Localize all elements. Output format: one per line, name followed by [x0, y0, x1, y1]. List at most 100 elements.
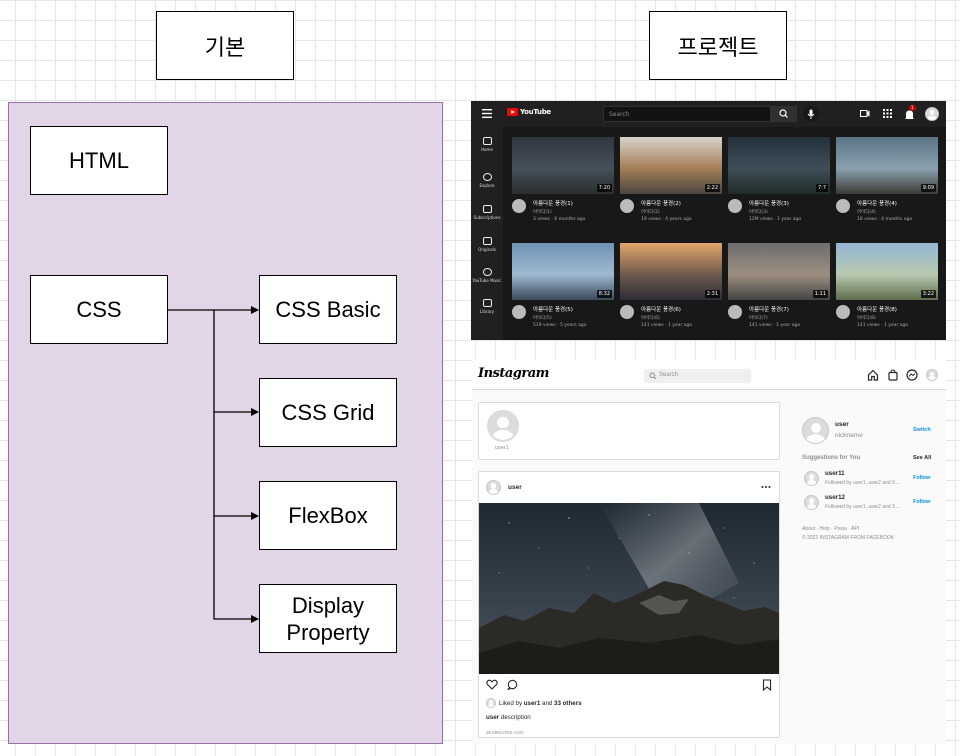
video-thumbnail[interactable]: 2:31 [620, 243, 722, 300]
footer-links[interactable]: About · Help · Press · API [802, 526, 860, 532]
video-title[interactable]: 아름다운 풍경(3) [749, 201, 789, 207]
connector-css-grid [213, 310, 259, 416]
music-icon [482, 268, 492, 276]
comment-icon[interactable] [507, 679, 519, 690]
video-title[interactable]: 아름다운 풍경(2) [641, 201, 681, 207]
video-card[interactable]: 2:22 아름다운 풍경(2) 아이디(2) 19 views · 4 years a… [620, 137, 722, 222]
youtube-search-input[interactable]: Search [603, 106, 771, 122]
video-title[interactable]: 아름다운 풍경(8) [857, 307, 897, 313]
current-user-avatar[interactable] [802, 417, 829, 444]
video-thumbnail[interactable]: 7:20 [512, 137, 614, 194]
youtube-account-avatar[interactable] [925, 107, 939, 121]
video-title[interactable]: 아름다운 풍경(7) [749, 307, 789, 313]
channel-avatar[interactable] [836, 199, 850, 213]
apps-icon[interactable] [883, 109, 892, 118]
sidebar-item-library[interactable]: Library [471, 299, 503, 314]
video-title[interactable]: 아름다운 풍경(1) [533, 201, 573, 207]
notifications-button[interactable]: 1 [903, 105, 917, 121]
sidebar-item-youtube-music[interactable]: YouTube Music [471, 268, 503, 283]
youtube-logo[interactable]: YouTube [507, 108, 551, 116]
like-heart-icon[interactable] [486, 679, 498, 690]
search-icon [649, 372, 657, 380]
suggestions-title: Suggestions for You [802, 455, 861, 461]
see-all-link[interactable]: See All [913, 455, 932, 461]
subscriptions-icon [482, 205, 492, 213]
post-author-name[interactable]: user [508, 484, 522, 491]
suggestion-username[interactable]: user11 [825, 470, 845, 477]
header-project: 프로젝트 [649, 11, 787, 80]
menu-icon[interactable] [482, 109, 492, 118]
mic-button[interactable] [803, 106, 819, 122]
node-flexbox: FlexBox [259, 481, 397, 550]
follow-button[interactable]: Follow [913, 475, 931, 481]
current-user-name[interactable]: user [835, 421, 849, 428]
more-options-icon[interactable] [761, 485, 771, 489]
home-icon[interactable] [867, 369, 879, 381]
video-duration: 7:7 [815, 184, 828, 192]
suggestion-avatar[interactable] [804, 471, 819, 486]
channel-avatar[interactable] [512, 199, 526, 213]
liked-user[interactable]: user1 [523, 700, 541, 707]
video-thumbnail[interactable]: 9:09 [836, 137, 938, 194]
youtube-search-button[interactable] [771, 106, 797, 122]
suggestion-avatar[interactable] [804, 495, 819, 510]
channel-name[interactable]: 아이디(7) [749, 316, 768, 321]
video-title[interactable]: 아름다운 풍경(4) [857, 201, 897, 207]
video-title[interactable]: 아름다운 풍경(5) [533, 307, 573, 313]
instagram-topbar: Instagram Search [472, 360, 946, 390]
video-thumbnail[interactable]: 7:7 [728, 137, 830, 194]
liked-count[interactable]: 33 others [554, 700, 582, 707]
sidebar-item-explore[interactable]: Explore [471, 173, 503, 188]
video-thumbnail[interactable]: 1:11 [728, 243, 830, 300]
node-css-grid: CSS Grid [259, 378, 397, 447]
channel-name[interactable]: 아이디(1) [533, 210, 552, 215]
shopping-bag-icon[interactable] [887, 369, 899, 381]
suggestion-username[interactable]: user12 [825, 494, 845, 501]
stories-panel: user1 [478, 402, 780, 460]
story-avatar[interactable] [487, 410, 519, 442]
post-caption: user description [486, 714, 531, 721]
video-thumbnail[interactable]: 2:22 [620, 137, 722, 194]
messenger-icon[interactable] [906, 369, 918, 381]
channel-name[interactable]: 아이디(5) [533, 316, 552, 321]
follow-button[interactable]: Follow [913, 499, 931, 505]
instagram-logo[interactable]: Instagram [478, 366, 549, 381]
caption-user[interactable]: user [486, 714, 500, 721]
notification-badge: 1 [909, 105, 916, 111]
bookmark-icon[interactable] [762, 679, 772, 691]
sidebar-item-subscriptions[interactable]: Subscriptions [471, 205, 503, 220]
channel-name[interactable]: 아이디(6) [641, 316, 660, 321]
suggestion-followed-by: Followed by user1, user2 and 9 ... [825, 480, 901, 486]
sidebar-item-originals[interactable]: Originals [471, 237, 503, 252]
channel-name[interactable]: 아이디(3) [749, 210, 768, 215]
video-thumbnail[interactable]: 8:32 [512, 243, 614, 300]
channel-name[interactable]: 아이디(8) [857, 316, 876, 321]
sidebar-item-home[interactable]: Home [471, 137, 503, 152]
channel-avatar[interactable] [620, 199, 634, 213]
sidebar-label: YouTube Music [472, 278, 502, 283]
channel-avatar[interactable] [512, 305, 526, 319]
originals-icon [482, 237, 492, 245]
channel-avatar[interactable] [728, 199, 742, 213]
channel-name[interactable]: 아이디(4) [857, 210, 876, 215]
post-author-avatar[interactable] [486, 480, 501, 495]
create-video-icon[interactable] [860, 109, 870, 119]
suggestion-followed-by: Followed by user1, user2 and 3 ... [825, 504, 901, 510]
switch-account-link[interactable]: Switch [913, 427, 931, 433]
instagram-profile-avatar[interactable] [926, 369, 938, 381]
video-thumbnail[interactable]: 3:22 [836, 243, 938, 300]
video-title[interactable]: 아름다운 풍경(6) [641, 307, 681, 313]
channel-avatar[interactable] [836, 305, 850, 319]
channel-avatar[interactable] [728, 305, 742, 319]
channel-avatar[interactable] [620, 305, 634, 319]
instagram-search-input[interactable]: Search [644, 369, 751, 383]
video-meta: 19 views · 4 years ago [641, 217, 692, 222]
channel-name[interactable]: 아이디(2) [641, 210, 660, 215]
